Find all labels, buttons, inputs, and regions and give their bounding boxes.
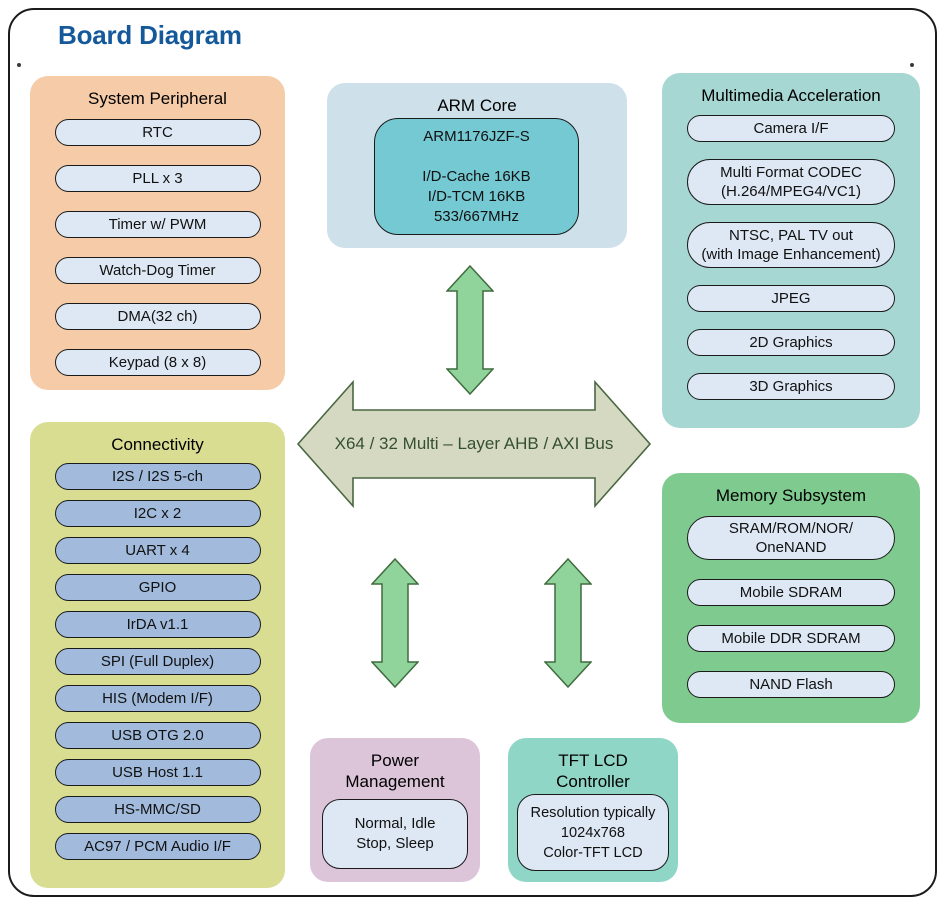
arm1176-chip-box: ARM1176JZF-S I/D-Cache 16KB I/D-TCM 16KB… <box>374 118 579 235</box>
block-title-power: Power Management <box>345 751 445 791</box>
pill-nand-flash: NAND Flash <box>687 671 895 698</box>
pill-usb-otg: USB OTG 2.0 <box>54 722 261 749</box>
pill-i2s: I2S / I2S 5-ch <box>54 463 261 490</box>
arrow-bus-to-lcd-icon <box>544 558 592 688</box>
pill-multi-format-codec: Multi Format CODEC (H.264/MPEG4/VC1) <box>687 159 895 205</box>
arrow-arm-to-bus-icon <box>446 265 494 395</box>
pill-pll: PLL x 3 <box>54 165 261 192</box>
block-multimedia-acceleration: Multimedia Acceleration Camera I/F Multi… <box>662 73 920 428</box>
block-arm-core: ARM Core ARM1176JZF-S I/D-Cache 16KB I/D… <box>327 83 627 248</box>
block-system-peripheral: System Peripheral RTC PLL x 3 Timer w/ P… <box>30 76 285 390</box>
block-connectivity: Connectivity I2S / I2S 5-ch I2C x 2 UART… <box>30 422 285 888</box>
block-title-multimedia: Multimedia Acceleration <box>701 86 881 105</box>
pill-dma: DMA(32 ch) <box>54 303 261 330</box>
block-power-management: Power Management Normal, Idle Stop, Slee… <box>310 738 480 882</box>
block-tft-lcd-controller: TFT LCD Controller Resolution typically … <box>508 738 678 882</box>
pill-ac97-pcm: AC97 / PCM Audio I/F <box>54 833 261 860</box>
pill-3d-graphics: 3D Graphics <box>687 373 895 400</box>
pill-timer-pwm: Timer w/ PWM <box>54 211 261 238</box>
block-memory-subsystem: Memory Subsystem SRAM/ROM/NOR/ OneNAND M… <box>662 473 920 723</box>
block-title-system-peripheral: System Peripheral <box>88 89 227 108</box>
memory-list: SRAM/ROM/NOR/ OneNAND Mobile SDRAM Mobil… <box>662 516 920 698</box>
pill-spi: SPI (Full Duplex) <box>54 648 261 675</box>
stray-dot-left <box>17 63 21 67</box>
pill-rtc: RTC <box>54 119 261 146</box>
bus-double-arrow-icon <box>296 380 652 508</box>
pill-2d-graphics: 2D Graphics <box>687 329 895 356</box>
page-title: Board Diagram <box>58 20 242 50</box>
pill-sram-rom-nor: SRAM/ROM/NOR/ OneNAND <box>687 516 895 560</box>
pill-usb-host: USB Host 1.1 <box>54 759 261 786</box>
pill-uart: UART x 4 <box>54 537 261 564</box>
system-peripheral-list: RTC PLL x 3 Timer w/ PWM Watch-Dog Timer… <box>30 119 285 376</box>
pill-i2c: I2C x 2 <box>54 500 261 527</box>
pill-hs-mmc-sd: HS-MMC/SD <box>54 796 261 823</box>
pill-his-modem: HIS (Modem I/F) <box>54 685 261 712</box>
multimedia-list: Camera I/F Multi Format CODEC (H.264/MPE… <box>662 115 920 400</box>
pill-irda: IrDA v1.1 <box>54 611 261 638</box>
pill-mobile-ddr-sdram: Mobile DDR SDRAM <box>687 625 895 652</box>
pill-mobile-sdram: Mobile SDRAM <box>687 579 895 606</box>
power-modes-box: Normal, Idle Stop, Sleep <box>322 799 468 869</box>
pill-keypad: Keypad (8 x 8) <box>54 349 261 376</box>
pill-tv-out: NTSC, PAL TV out (with Image Enhancement… <box>687 222 895 268</box>
block-title-arm-core: ARM Core <box>437 96 517 115</box>
bus-label: X64 / 32 Multi – Layer AHB / AXI Bus <box>334 434 614 453</box>
pill-jpeg: JPEG <box>687 285 895 312</box>
block-title-memory: Memory Subsystem <box>715 486 867 505</box>
pill-watchdog-timer: Watch-Dog Timer <box>54 257 261 284</box>
pill-camera-if: Camera I/F <box>687 115 895 142</box>
tft-resolution-box: Resolution typically 1024x768 Color-TFT … <box>517 794 669 871</box>
block-title-tft: TFT LCD Controller <box>556 751 630 791</box>
arrow-bus-to-power-icon <box>371 558 419 688</box>
pill-gpio: GPIO <box>54 574 261 601</box>
connectivity-list: I2S / I2S 5-ch I2C x 2 UART x 4 GPIO IrD… <box>30 463 285 860</box>
block-title-connectivity: Connectivity <box>111 435 204 454</box>
stray-dot-right <box>910 63 914 67</box>
